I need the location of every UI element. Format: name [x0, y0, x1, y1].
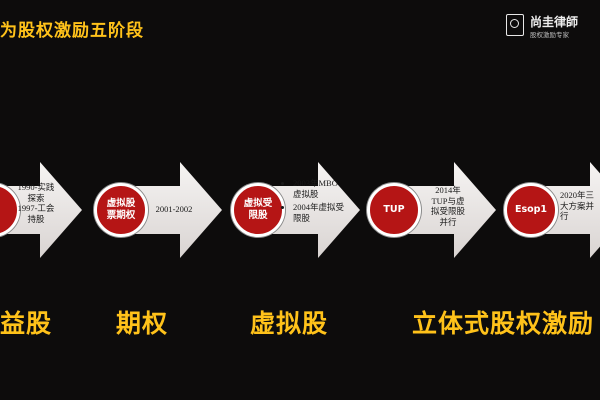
description-line: 持股: [27, 213, 45, 224]
stage-label-4: 立体式股权激励: [412, 309, 595, 338]
description-bullet: 2003年MBO虚拟股: [293, 178, 346, 199]
company-logo: 尚圭律師 股权激励专家: [506, 12, 596, 40]
stage-circle-label: Esop1: [514, 204, 548, 216]
logo-name: 尚圭律師: [530, 15, 579, 29]
stage-arrow-5: [532, 162, 600, 258]
stage-circle-4: TUP: [367, 183, 421, 237]
slide-title: 为股权激励五阶段: [0, 21, 144, 41]
logo-emblem-icon: [506, 14, 524, 36]
description-bullet: 2004年虚拟受限股: [293, 202, 346, 223]
stage-arrow-4: [394, 162, 496, 258]
logo-subtitle: 股权激励专家: [530, 31, 569, 39]
stage-label-1: 益股: [0, 309, 53, 338]
stage-label-3: 虚拟股: [250, 309, 329, 338]
description-line: 2020年三: [560, 190, 595, 200]
description-line: 1990-实践: [17, 182, 55, 192]
description-line: 行: [560, 211, 569, 222]
stage-description-4: 2014年 TUP与虚 拟受限股 并行: [420, 185, 476, 228]
stage-circle-5: Esop1: [504, 183, 558, 237]
stage-arrow-1: [0, 162, 82, 258]
description-line: TUP与虚: [431, 195, 465, 206]
description-line: 大方案并: [560, 200, 595, 211]
description-line: 探索: [27, 192, 45, 203]
stage-description-3: 2003年MBO虚拟股 2004年虚拟受限股: [284, 178, 346, 227]
description-line: 1997-工会: [17, 203, 55, 214]
stage-circle-2: 虚拟股票期权: [94, 183, 148, 237]
description-line: 2014年: [435, 185, 461, 195]
stage-circle-label: 虚拟受限股: [243, 198, 273, 221]
stage-circle-label: TUP: [383, 204, 405, 216]
description-line: 拟受限股: [430, 206, 465, 217]
stage-label-2: 期权: [116, 309, 169, 338]
stage-description-2: 2001-2002: [146, 204, 202, 215]
stage-arrow-2: [122, 162, 222, 258]
stage-circle-label: 虚拟股票期权: [106, 198, 136, 221]
stage-arrow-3: [260, 162, 360, 258]
stage-description-1: 1990-实践 探索 1997-工会 持股: [8, 182, 64, 225]
stage-description-5: 2020年三 大方案并 行: [560, 190, 600, 222]
stage-circle-3: 虚拟受限股: [231, 183, 285, 237]
description-line: 并行: [439, 216, 457, 227]
description-line: 2001-2002: [155, 204, 193, 214]
